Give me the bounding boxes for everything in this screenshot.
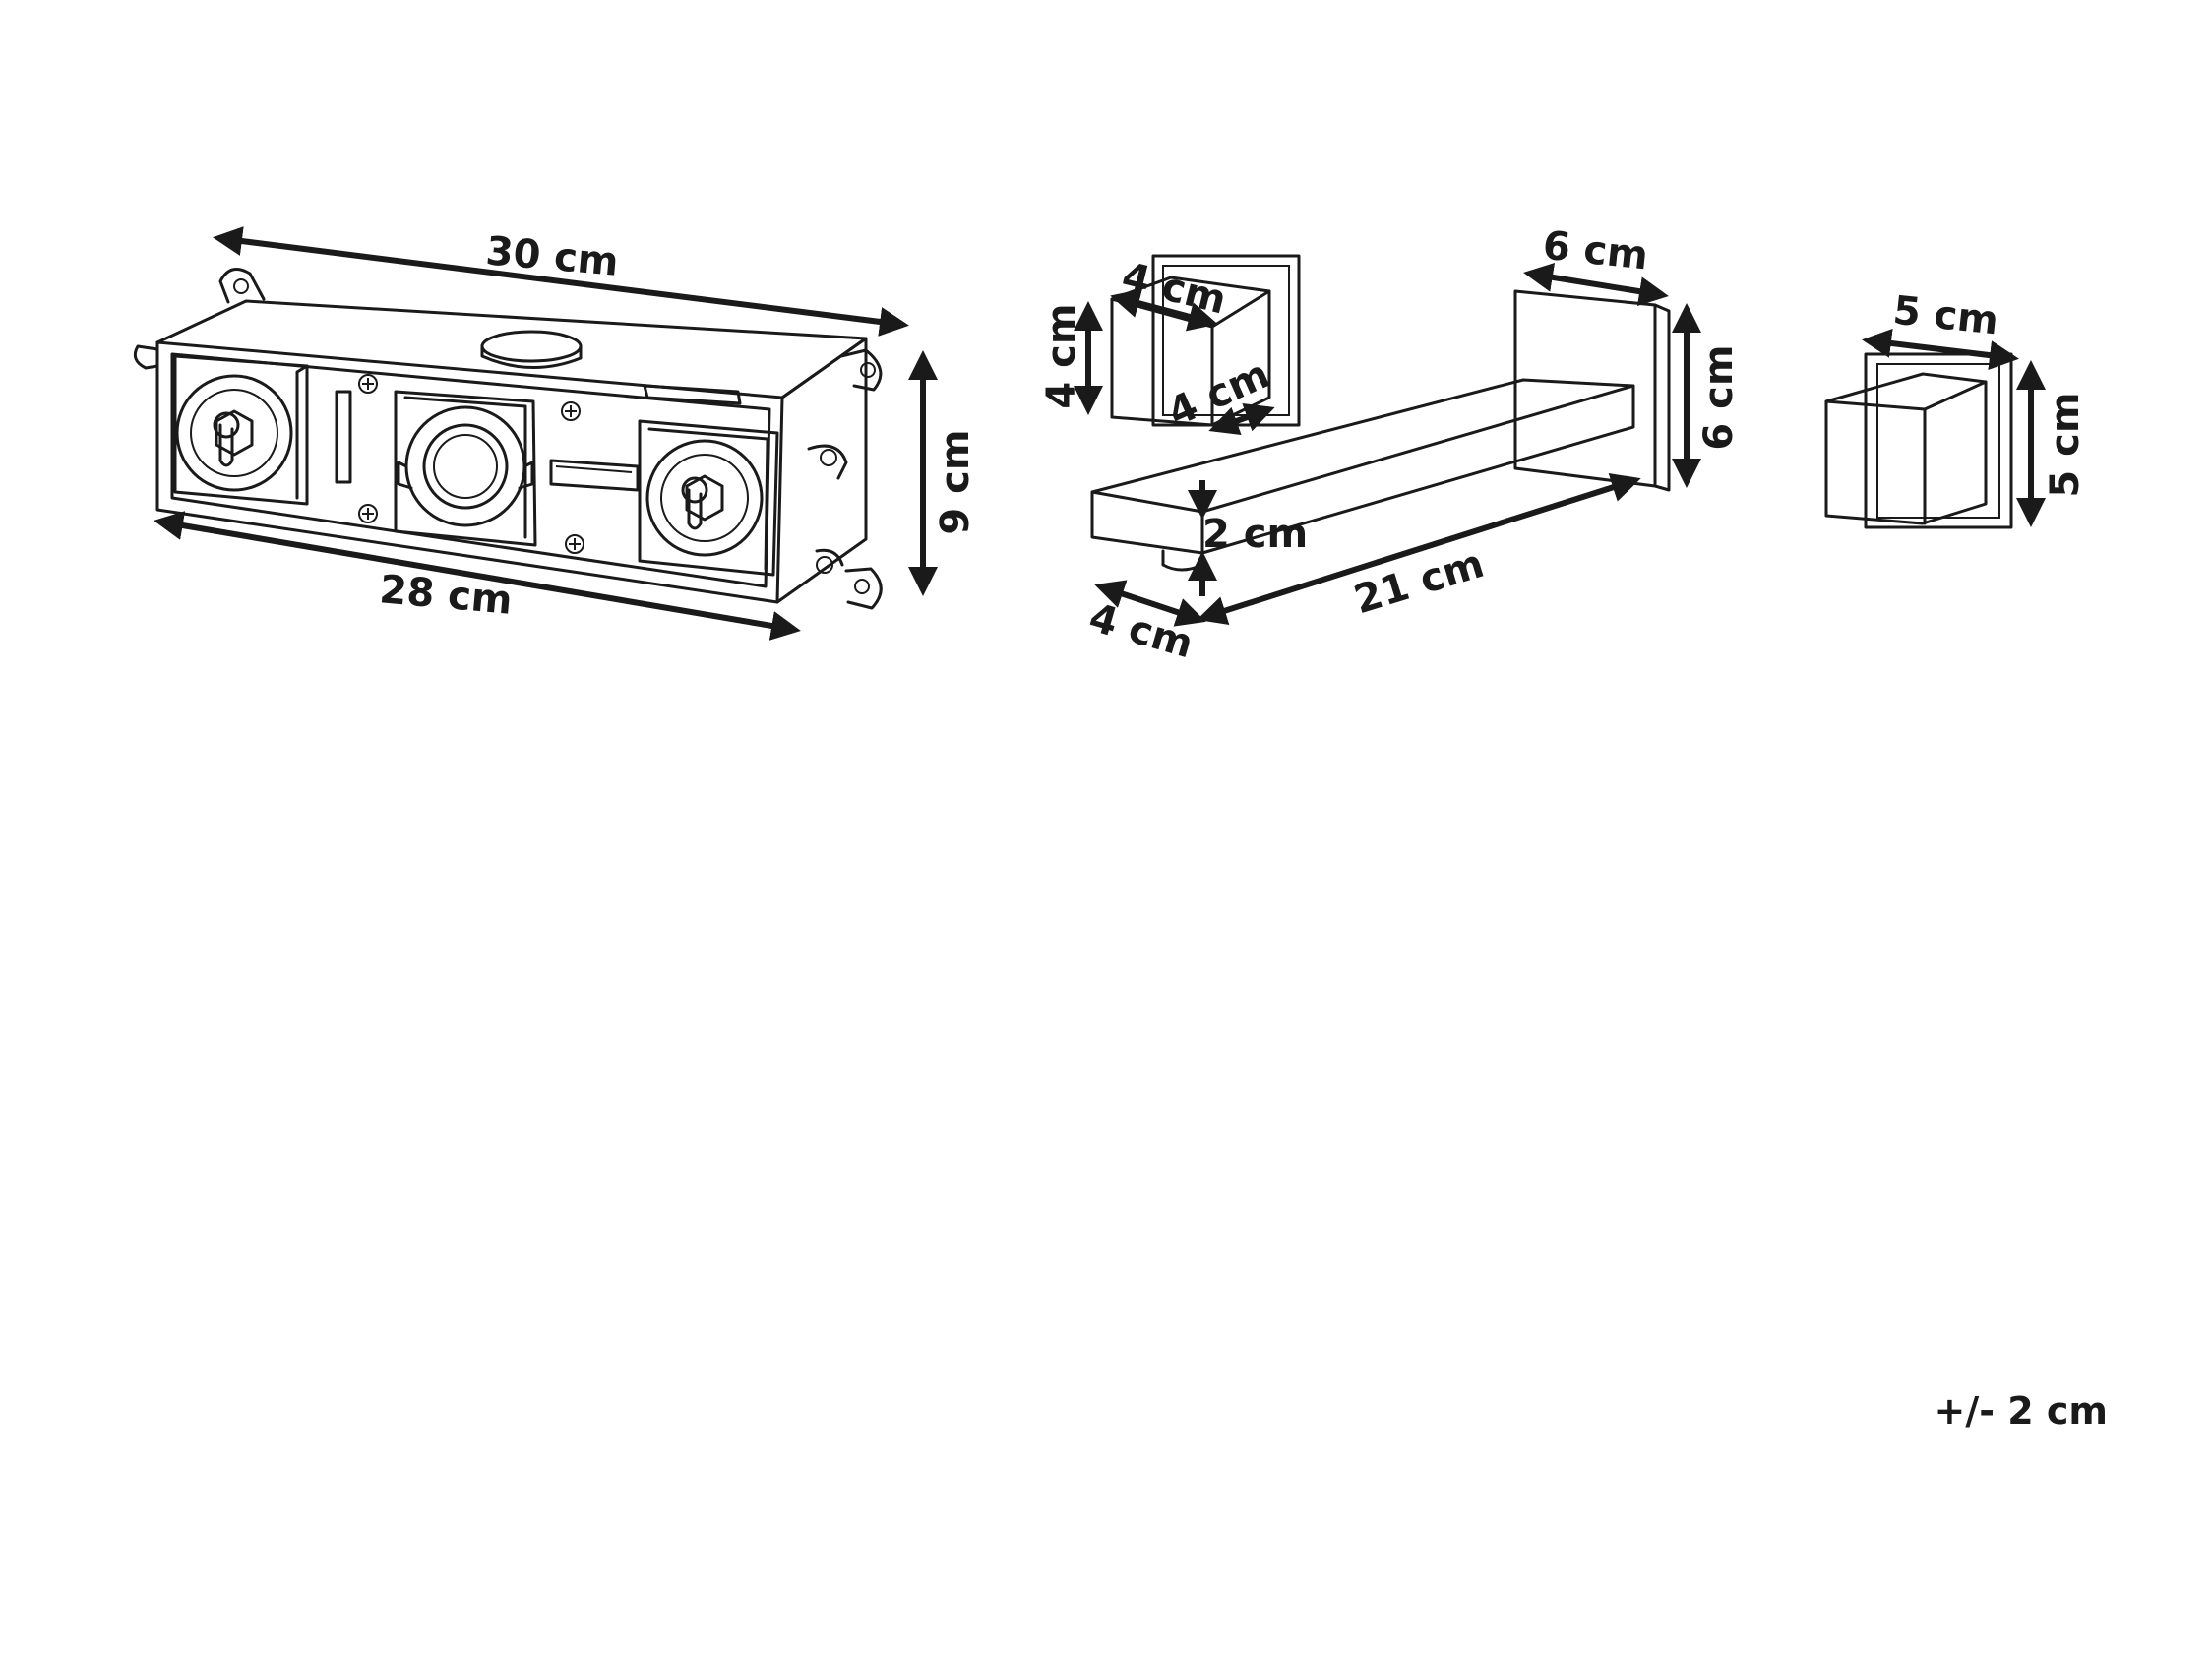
handle-depth-arrow [1208,402,1275,436]
handle-cube: 4 cm 4 cm 4 cm [1039,254,1301,436]
handle-width-arrow [1110,288,1218,332]
knob-width-arrow [1862,329,2019,370]
knob-width-label: 5 cm [1891,288,2000,344]
spout-thickness-label: 2 cm [1202,512,1308,557]
spout-length-arrow [1197,472,1641,626]
knob-height-label: 5 cm [2043,392,2088,497]
plate-width-label: 6 cm [1541,223,1650,279]
plate-height-label: 6 cm [1696,344,1742,450]
width-30cm-arrow [213,226,909,337]
spout-width-arrow [1094,580,1206,627]
height-9cm-label: 9 cm [933,429,978,534]
spout-width-label: 4 cm [1084,595,1198,668]
handle-height-label: 4 cm [1039,303,1084,408]
tolerance-note: +/- 2 cm [1934,1389,2108,1433]
width-28cm-arrow [154,511,801,641]
spout-length-label: 21 cm [1349,541,1490,623]
plate-width-arrow [1523,263,1669,306]
concealed-valve-body: 30 cm 28 cm 9 cm [133,226,978,641]
knob: 5 cm 5 cm [1824,288,2088,529]
